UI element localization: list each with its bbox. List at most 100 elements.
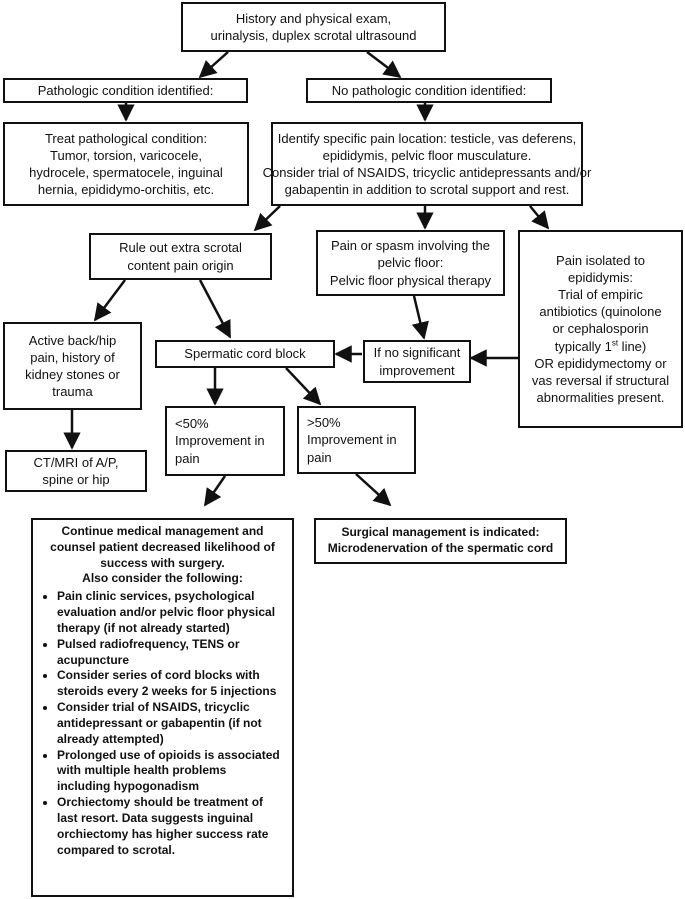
epididymis-line-1: Pain isolated to xyxy=(556,252,645,268)
arrow-rule-out-to-back-hip xyxy=(93,279,126,322)
rule-out-node: Rule out extra scrotal content pain orig… xyxy=(89,233,272,280)
epididymis-line-9: abnormalities present. xyxy=(536,390,665,406)
no-pathologic-node: No pathologic condition identified: xyxy=(306,78,552,103)
bullet-6-line-4: compared to scrotal. xyxy=(57,842,176,857)
pathologic-node: Pathologic condition identified: xyxy=(3,78,248,103)
bullet-5-line-3: including hypogonadism xyxy=(57,779,199,794)
epididymis-line-6: typically 1st line) xyxy=(555,338,647,355)
bullet-2-line-2: acupuncture xyxy=(57,652,130,667)
back-hip-line-1: Active back/hip xyxy=(28,332,117,348)
no-improvement-line-1: If no significant xyxy=(373,345,461,361)
bullet-nsaids: Consider trial of NSAIDS, tricyclic anti… xyxy=(57,700,288,747)
bullet-1-line-3: therapy (if not already started) xyxy=(57,620,230,635)
bullet-5-line-2: with multiple health problems xyxy=(57,763,227,778)
continue-heading-line-1: Continue medical management and xyxy=(61,524,264,538)
lt50-line-1: <50% xyxy=(175,416,209,432)
gt50-line-2: Improvement in xyxy=(307,432,397,448)
arrow-cord-block-to-gt50 xyxy=(285,367,322,406)
epididymis-superscript: st xyxy=(611,338,619,348)
treat-line-3: hydrocele, spermatocele, inguinal xyxy=(29,165,223,180)
rule-out-line-1: Rule out extra scrotal xyxy=(119,240,242,256)
bullet-1-line-2: evaluation and/or pelvic floor physical xyxy=(57,605,276,620)
identify-line-1: Identify specific pain location: testicl… xyxy=(277,130,577,146)
treat-line-1: Treat pathological condition: xyxy=(44,130,208,146)
cord-block-line-1: Spermatic cord block xyxy=(184,346,306,362)
bullet-4-line-3: already attempted) xyxy=(57,731,164,746)
back-hip-line-2: pain, history of xyxy=(30,349,115,365)
bullet-orchiectomy: Orchiectomy should be treatment of last … xyxy=(57,795,288,858)
bullet-4-line-1: Consider trial of NSAIDS, tricyclic xyxy=(57,700,250,715)
epididymis-line-8: vas reversal if structural xyxy=(531,372,670,388)
back-hip-line-3: kidney stones or xyxy=(25,367,120,382)
bullet-2-line-1: Pulsed radiofrequency, TENS or xyxy=(57,636,240,651)
bullet-cord-blocks: Consider series of cord blocks with ster… xyxy=(57,668,288,700)
epididymis-node: Pain isolated to epididymis: Trial of em… xyxy=(518,230,683,428)
arrow-start-to-no-pathologic xyxy=(366,51,402,79)
pelvic-floor-line-2: pelvic floor: xyxy=(377,255,444,271)
treat-line-4: hernia, epididymo-orchitis, etc. xyxy=(37,182,215,198)
pelvic-floor-line-3: Pelvic floor physical therapy xyxy=(329,272,492,288)
identify-line-2: epididymis, pelvic floor musculature. xyxy=(322,147,532,163)
back-hip-line-4: trauma xyxy=(52,384,93,400)
bullet-4-line-2: antidepressant or gabapentin (if not xyxy=(57,715,262,730)
epididymis-line-5: or cephalosporin xyxy=(552,321,649,337)
bullet-5-line-1: Prolonged use of opioids is associated xyxy=(57,747,280,762)
surgical-line-2: Microdenervation of the spermatic cord xyxy=(327,541,554,555)
lt50-node: <50% Improvement in pain xyxy=(165,406,285,476)
no-improvement-node: If no significant improvement xyxy=(363,340,471,383)
rule-out-line-2: content pain origin xyxy=(127,257,234,273)
epididymis-line-2: epididymis: xyxy=(567,269,634,285)
start-node: History and physical exam, urinalysis, d… xyxy=(181,2,446,52)
bullet-6-line-1: Orchiectomy should be treatment of xyxy=(57,795,264,810)
arrow-gt50-to-surgical xyxy=(355,473,392,507)
pelvic-floor-node: Pain or spasm involving the pelvic floor… xyxy=(316,230,505,296)
arrow-identify-to-rule-out xyxy=(253,205,281,232)
epididymis-line-3: Trial of empiric xyxy=(558,287,643,303)
pathologic-line-1: Pathologic condition identified: xyxy=(37,82,214,98)
surgical-node: Surgical management is indicated: Microd… xyxy=(314,518,567,564)
epididymis-line-7: OR epididymectomy or xyxy=(534,355,667,371)
lt50-line-3: pain xyxy=(175,450,200,466)
lt50-line-2: Improvement in xyxy=(175,433,265,449)
surgical-line-1: Surgical management is indicated: xyxy=(341,525,540,540)
arrow-lt50-to-continue xyxy=(203,475,227,507)
identify-line-3: Consider trial of NSAIDS, tricyclic anti… xyxy=(262,165,592,180)
no-pathologic-line-1: No pathologic condition identified: xyxy=(331,82,527,98)
epididymis-line-6-pre: typically 1 xyxy=(554,338,612,354)
continue-node: Continue medical management and counsel … xyxy=(31,518,294,897)
continue-bullet-list: Pain clinic services, psychological eval… xyxy=(37,589,288,858)
identify-node: Identify specific pain location: testicl… xyxy=(263,122,591,206)
bullet-opioids: Prolonged use of opioids is associated w… xyxy=(57,748,288,795)
gt50-line-3: pain xyxy=(307,449,332,465)
bullet-1-line-1: Pain clinic services, psychological xyxy=(57,589,255,604)
arrow-pelvic-floor-to-no-improvement xyxy=(411,295,429,340)
epididymis-line-4: antibiotics (quinolone xyxy=(539,304,662,320)
start-line-1: History and physical exam, xyxy=(235,10,392,26)
arrow-identify-to-epididymis xyxy=(529,205,550,230)
continue-heading: Continue medical management and counsel … xyxy=(50,524,275,587)
bullet-pain-clinic: Pain clinic services, psychological eval… xyxy=(57,589,288,636)
identify-line-4: gabapentin in addition to scrotal suppor… xyxy=(284,182,570,198)
arrow-start-to-pathologic xyxy=(198,51,229,79)
gt50-line-1: >50% xyxy=(307,415,341,431)
bullet-6-line-3: orchiectomy has higher success rate xyxy=(57,826,269,841)
bullet-pulsed-rf: Pulsed radiofrequency, TENS or acupunctu… xyxy=(57,637,288,669)
gt50-node: >50% Improvement in pain xyxy=(297,406,416,474)
arrow-rule-out-to-cord-block xyxy=(198,279,232,339)
cord-block-node: Spermatic cord block xyxy=(155,340,335,368)
pelvic-floor-line-1: Pain or spasm involving the xyxy=(331,238,490,254)
no-improvement-line-2: improvement xyxy=(379,362,455,378)
bullet-6-line-2: last resort. Data suggests inguinal xyxy=(57,810,254,825)
ct-mri-line-2: spine or hip xyxy=(42,472,110,487)
ct-mri-line-1: CT/MRI of A/P, xyxy=(33,454,119,470)
continue-heading-line-2: counsel patient decreased likelihood of xyxy=(50,539,275,554)
bullet-3-line-2: steroids every 2 weeks for 5 injections xyxy=(57,684,277,699)
bullet-3-line-1: Consider series of cord blocks with xyxy=(57,668,260,683)
start-line-2: urinalysis, duplex scrotal ultrasound xyxy=(210,28,417,43)
continue-heading-line-3: success with surgery. xyxy=(100,555,225,570)
treat-node: Treat pathological condition: Tumor, tor… xyxy=(3,122,249,206)
treat-line-2: Tumor, torsion, varicocele, xyxy=(50,147,202,163)
ct-mri-node: CT/MRI of A/P, spine or hip xyxy=(5,450,147,492)
continue-heading-line-4: Also consider the following: xyxy=(82,571,243,586)
